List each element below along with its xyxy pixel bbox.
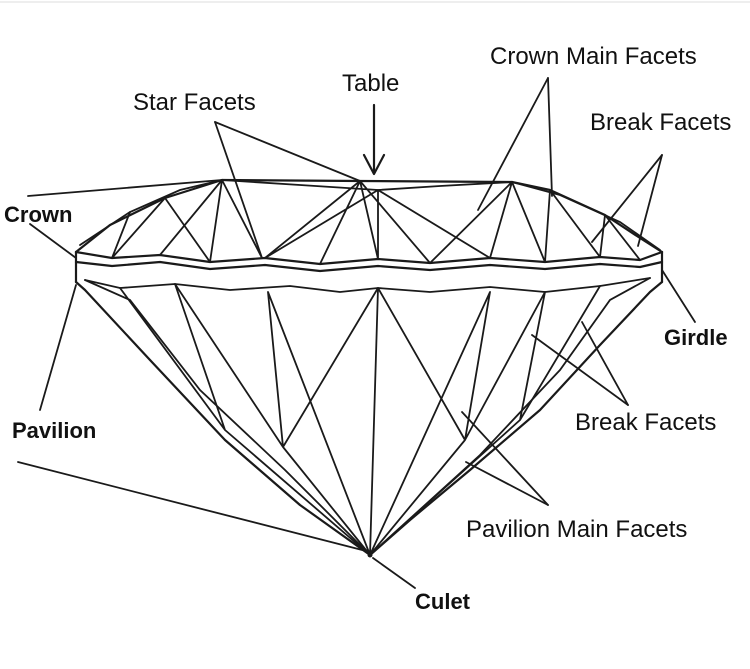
label-crown: Crown <box>4 202 72 227</box>
diamond-drawing <box>74 178 664 558</box>
crown-inner-left <box>79 179 223 246</box>
label-break-facets-crown: Break Facets <box>590 109 731 136</box>
girdle-leader <box>661 269 696 323</box>
pavilion-main-leader-2 <box>465 461 549 506</box>
labels: Table Star Facets Crown Main Facets Brea… <box>4 43 731 614</box>
girdle-lower <box>74 260 664 273</box>
pavilion-main-leader-1 <box>461 411 549 506</box>
pavilion-outline-left <box>74 280 372 557</box>
pavilion-leader-1 <box>39 284 77 411</box>
leader-lines <box>17 77 696 589</box>
label-star-facets: Star Facets <box>133 89 256 116</box>
label-pavilion: Pavilion <box>12 418 96 443</box>
pavilion-leader-2 <box>17 461 371 553</box>
break-pavilion-leader-2 <box>581 321 629 406</box>
label-pavilion-main-facets: Pavilion Main Facets <box>466 516 687 543</box>
star-facets-leader-3 <box>27 179 223 197</box>
crown-facet-lines <box>111 179 641 265</box>
crown-leader <box>29 223 77 259</box>
pavilion-top-edge <box>84 277 651 293</box>
label-culet: Culet <box>415 589 471 614</box>
crown-main-leader-2 <box>547 77 553 197</box>
crown-main-leader-1 <box>477 77 549 211</box>
label-girdle: Girdle <box>664 325 728 350</box>
label-table: Table <box>342 70 399 97</box>
culet-leader <box>372 557 416 589</box>
break-pavilion-leader-1 <box>531 334 629 406</box>
pavilion-facet-lines <box>119 283 601 556</box>
crown-outline-left <box>74 178 224 254</box>
culet-point <box>367 552 373 558</box>
pavilion-inner-left <box>84 279 371 556</box>
star-facets-leader-1 <box>214 121 263 259</box>
star-facets-leader-2 <box>214 121 361 182</box>
table-arrow-head <box>362 153 386 176</box>
label-crown-main-facets: Crown Main Facets <box>490 43 697 70</box>
break-crown-leader-2 <box>637 154 663 247</box>
label-break-facets-pavilion: Break Facets <box>575 409 716 436</box>
break-crown-leader-1 <box>591 154 663 243</box>
